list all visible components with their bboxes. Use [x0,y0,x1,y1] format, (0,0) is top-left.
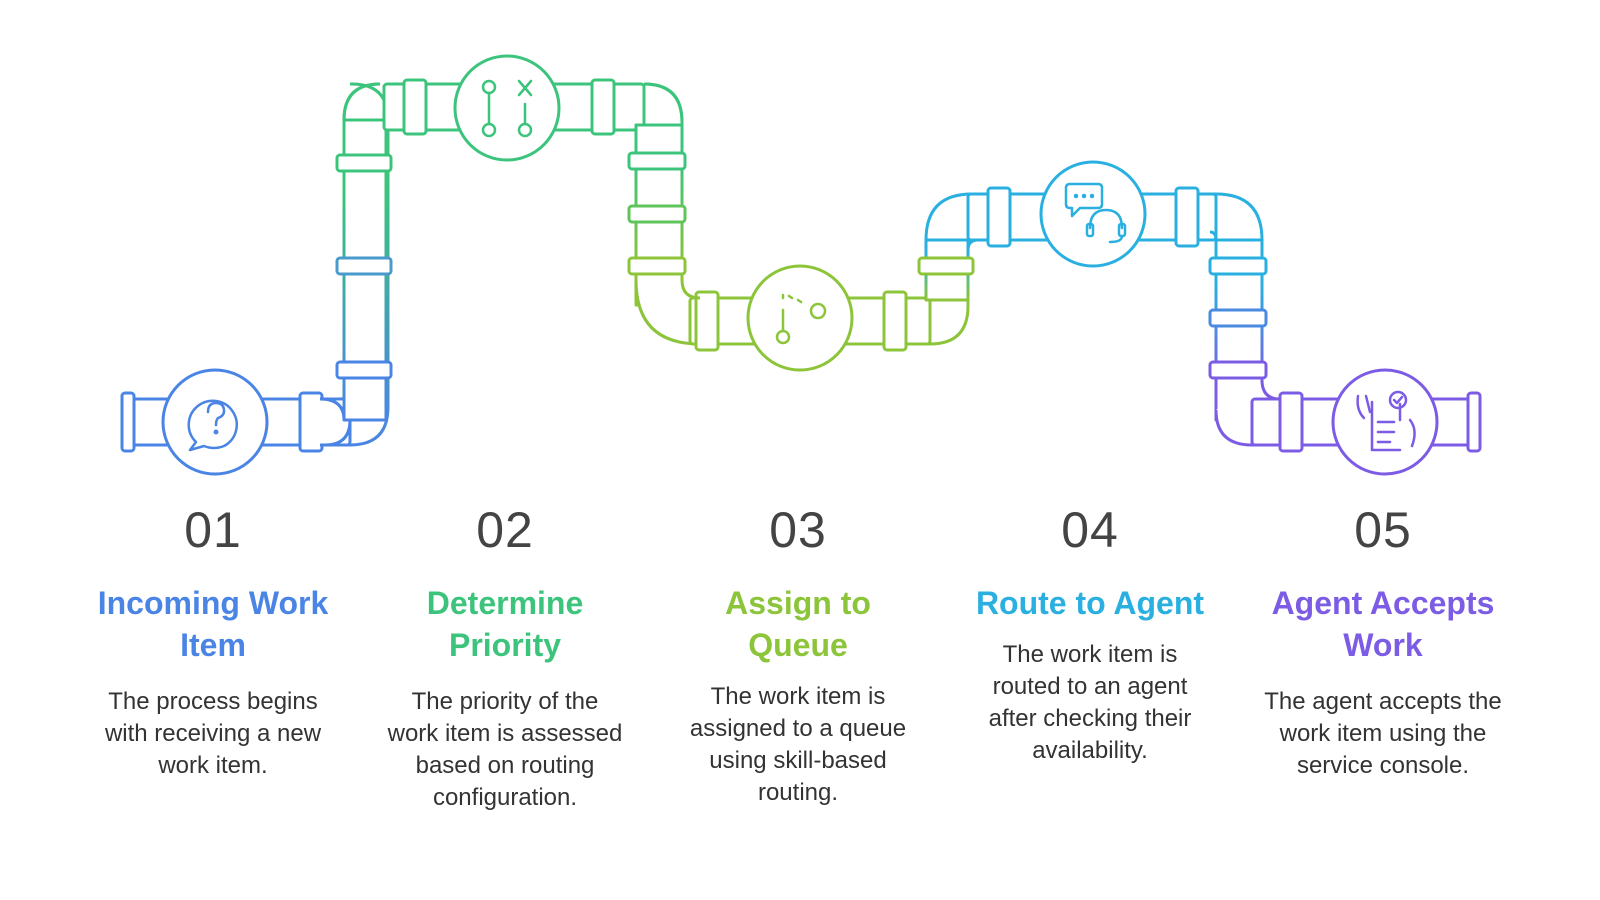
step-number: 05 [1354,502,1412,558]
step-number: 01 [184,502,242,558]
step-description: The priority of the work item is assesse… [387,688,623,811]
step-description: The process begins with receiving a new … [104,688,322,779]
step-title: Route to Agent [975,585,1205,621]
step-4: 04 Route to Agent The work item is route… [950,495,1230,767]
step-number: 02 [476,502,534,558]
step-number: 04 [1061,502,1119,558]
question-chat-icon [187,399,238,452]
step-description: The work item is routed to an agent afte… [988,641,1192,764]
node-circle-3 [746,264,854,372]
step-number: 03 [769,502,827,558]
checklist-hand-icon [1356,390,1416,452]
step-description: The agent accepts the work item using th… [1264,688,1502,779]
step-description: The work item is assigned to a queue usi… [689,683,907,806]
support-agent-chat-icon [1064,182,1127,244]
path-route-icon [775,293,827,345]
node-circle-2 [453,54,561,162]
strategy-play-icon [481,79,533,138]
